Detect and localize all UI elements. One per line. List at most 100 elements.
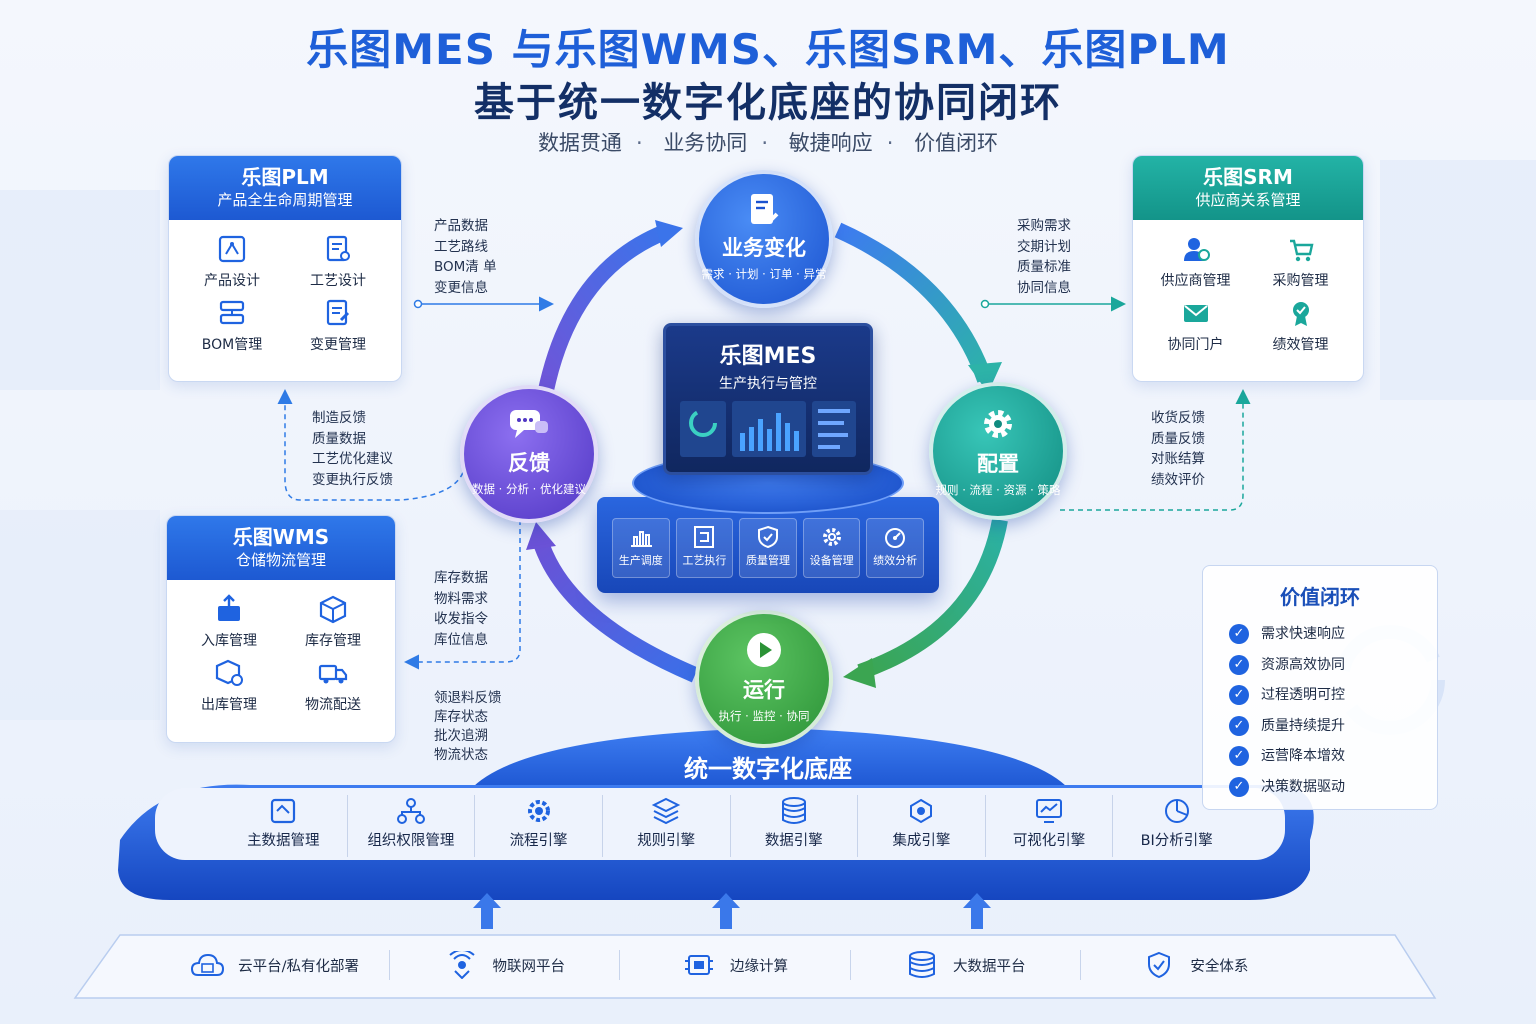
check-icon: ✓: [1229, 624, 1249, 644]
node-config-sub: 规则 · 流程 · 资源 · 策略: [935, 483, 1061, 497]
plm-item-change: 变更管理: [285, 298, 391, 354]
srm-card-header: 乐图SRM 供应商关系管理: [1133, 156, 1363, 220]
node-config-title: 配置: [977, 452, 1019, 476]
pie-icon: [1164, 799, 1189, 823]
mes-subtitle: 生产执行与管控: [719, 376, 817, 392]
mes-dashboard-graphic: [680, 401, 856, 457]
product-design-icon: [218, 235, 246, 263]
process-design-icon: [326, 235, 350, 262]
node-business-change: 业务变化 需求 · 计划 · 订单 · 异常: [695, 170, 833, 308]
engine-workflow: 流程引擎: [475, 795, 603, 857]
inventory-icon: [319, 595, 347, 624]
medal-icon: [1292, 302, 1309, 326]
wms-item-logistics: 物流配送: [281, 658, 385, 714]
mes-modules: 生产调度 工艺执行 质量管理 设备管理 绩效分析: [612, 518, 924, 578]
main-title: 乐图MES 与乐图WMS、乐图SRM、乐图PLM: [306, 25, 1230, 74]
node-business-change-sub: 需求 · 计划 · 订单 · 异常: [701, 267, 827, 281]
inbound-icon: [218, 594, 240, 621]
wms-card: 乐图WMS 仓储物流管理 入库管理 库存管理 出库管理 物流配送: [166, 515, 396, 743]
cloud-icon: [191, 953, 225, 976]
node-run-title: 运行: [743, 678, 785, 702]
wms-title: 乐图WMS: [232, 525, 330, 549]
tag-1: 数据贯通: [537, 131, 622, 155]
infra-bigdata: 大数据平台: [851, 950, 1081, 980]
flow-mes-to-srm: 收货反馈质量反馈对账结算绩效评价: [1151, 410, 1205, 488]
flow-srm-to-mes: 采购需求交期计划质量标准协同信息: [1017, 218, 1071, 296]
srm-item-performance: 绩效管理: [1248, 298, 1353, 354]
rule-icon: [651, 797, 681, 825]
node-business-change-title: 业务变化: [722, 236, 806, 260]
flow-mes-to-plm: 制造反馈质量数据工艺优化建议变更执行反馈: [312, 410, 393, 488]
check-icon: ✓: [1229, 685, 1249, 705]
process-icon: [694, 526, 715, 548]
org-icon: [396, 798, 425, 824]
bigdata-icon: [908, 951, 935, 978]
play-icon: [747, 633, 781, 667]
srm-subtitle: 供应商关系管理: [1195, 191, 1301, 209]
srm-item-supplier: 供应商管理: [1143, 234, 1248, 290]
srm-card: 乐图SRM 供应商关系管理 供应商管理 采购管理 协同门户 绩效管理: [1132, 155, 1364, 382]
cart-icon: [1289, 239, 1313, 262]
engine-org-permission: 组织权限管理: [348, 795, 476, 857]
security-icon: [1148, 951, 1171, 979]
gauge-icon: [885, 528, 906, 548]
plm-card-header: 乐图PLM 产品全生命周期管理: [169, 156, 401, 220]
node-run: 运行 执行 · 监控 · 协同: [695, 610, 833, 748]
srm-title: 乐图SRM: [1203, 165, 1293, 189]
value-item: ✓运营降本增效: [1229, 744, 1437, 775]
monitor-icon: [1036, 799, 1063, 823]
flow-mes-to-wms: 领退料反馈库存状态批次追溯物流状态: [434, 690, 502, 763]
bom-icon: [219, 300, 245, 325]
mes-monitor: 乐图MES 生产执行与管控: [663, 323, 873, 475]
mes-module-performance: 绩效分析: [866, 518, 924, 578]
value-item: ✓决策数据驱动: [1229, 775, 1437, 806]
node-feedback-sub: 数据 · 分析 · 优化建议: [472, 482, 586, 496]
check-icon: ✓: [1229, 746, 1249, 766]
outbound-icon: [215, 659, 243, 686]
truck-icon: [318, 664, 348, 684]
value-item: ✓质量持续提升: [1229, 714, 1437, 745]
wms-item-inbound: 入库管理: [177, 594, 281, 650]
wms-item-outbound: 出库管理: [177, 658, 281, 714]
check-icon: ✓: [1229, 776, 1249, 797]
gear-icon: [822, 528, 841, 546]
change-icon: [326, 299, 350, 326]
mail-icon: [1183, 305, 1208, 322]
infra-security: 安全体系: [1081, 950, 1310, 980]
supplier-icon: [1183, 238, 1210, 261]
wms-card-header: 乐图WMS 仓储物流管理: [167, 516, 395, 580]
flow-wms-to-mes: 库存数据物料需求收发指令库位信息: [434, 570, 488, 648]
engine-data: 数据引擎: [731, 795, 859, 857]
database-icon: [781, 797, 806, 824]
node-feedback-title: 反馈: [508, 451, 550, 475]
engine-rule: 规则引擎: [603, 795, 731, 857]
tag-4: 价值闭环: [914, 131, 999, 155]
infra-edge: 边缘计算: [620, 950, 851, 980]
flow-icon: [527, 800, 550, 822]
srm-item-portal: 协同门户: [1143, 298, 1248, 354]
integration-icon: [910, 798, 933, 824]
value-loop-title: 价值闭环: [1280, 585, 1360, 609]
plm-title: 乐图PLM: [241, 165, 329, 189]
iot-icon: [448, 951, 475, 979]
value-item: ✓需求快速响应: [1229, 622, 1437, 653]
chart-icon: [630, 531, 652, 547]
infra-iot: 物联网平台: [390, 950, 621, 980]
plm-item-bom: BOM管理: [179, 298, 285, 354]
infra-cloud: 云平台/私有化部署: [160, 950, 391, 980]
master-data-icon: [271, 798, 296, 824]
mes-module-equipment: 设备管理: [802, 518, 861, 578]
node-feedback: 反馈 数据 · 分析 · 优化建议: [460, 385, 598, 523]
mes-module-scheduling: 生产调度: [612, 518, 670, 578]
platform-title: 统一数字化底座: [684, 755, 852, 783]
document-edit-icon: [751, 194, 779, 224]
main-subtitle: 基于统一数字化底座的协同闭环: [474, 80, 1062, 126]
engine-integration: 集成引擎: [858, 795, 986, 857]
shield-icon: [757, 525, 778, 549]
infrastructure-row: 云平台/私有化部署 物联网平台 边缘计算 大数据平台 安全体系: [160, 942, 1310, 988]
mes-module-quality: 质量管理: [739, 518, 797, 578]
mes-title: 乐图MES: [719, 344, 817, 369]
